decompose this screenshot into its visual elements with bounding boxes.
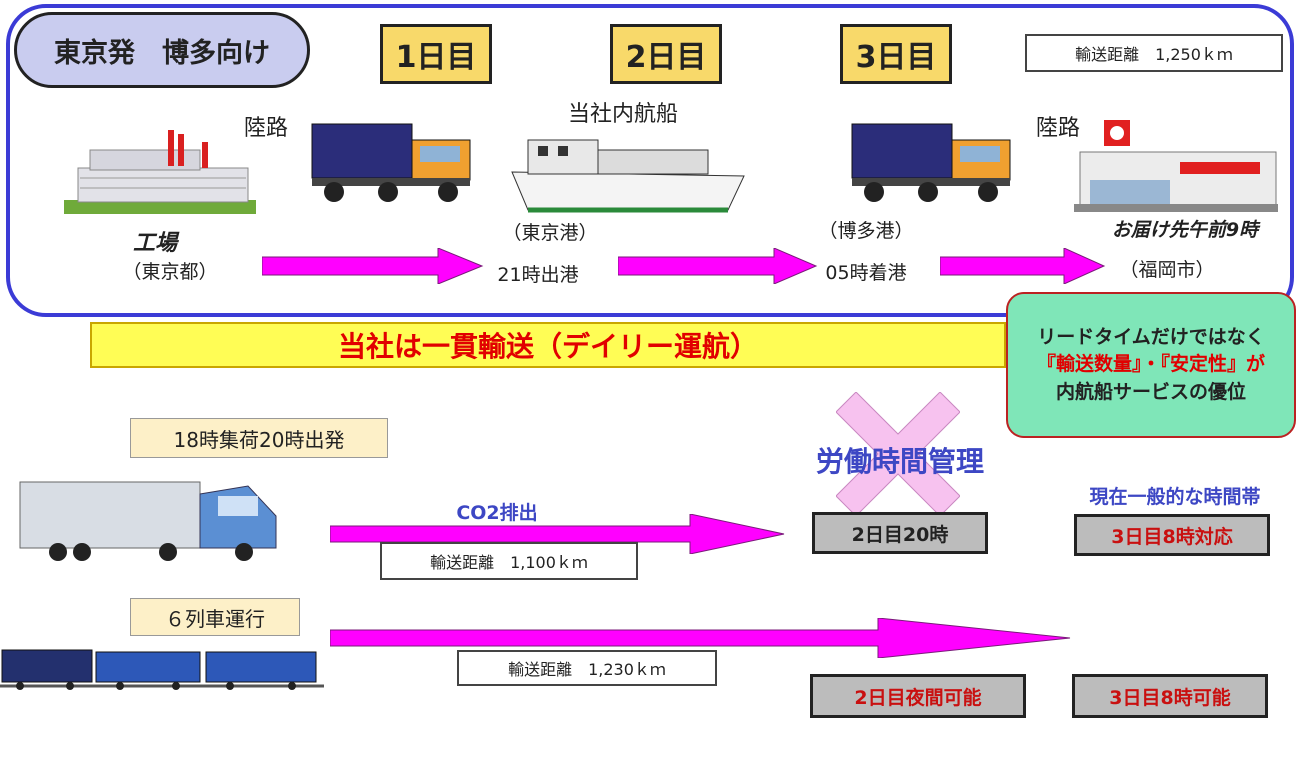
note-line-1: リードタイムだけではなく (1037, 325, 1265, 348)
ship-label: 当社内航船 (567, 102, 678, 127)
arrow-port-to-store (940, 248, 1106, 284)
general-time-heading: 現在一般的な時間帯 (1089, 486, 1261, 508)
daily-service-banner: 当社は一貫輸送（デイリー運航） (90, 322, 1006, 368)
note-line-3: 内航船サービスの優位 (1055, 380, 1246, 403)
hakata-port-label: （博多港） (818, 220, 914, 242)
truck-distance: 輸送距離 1,100ｋｍ (380, 542, 638, 580)
cross-mark-icon (836, 392, 960, 516)
delivery-location: （福岡市） (1119, 259, 1215, 281)
note-line-2: 『輸送数量』・『安定性』が (1036, 353, 1265, 376)
ship-distance: 輸送距離 1,250ｋｍ (1025, 34, 1283, 72)
day-3-label: 3日目 (840, 24, 952, 84)
truck-route-tag: 18時集荷20時出発 (130, 418, 388, 458)
truck-icon-2 (851, 123, 1011, 202)
rail-route-tag: ６列車運行 (130, 598, 300, 636)
store-icon (1074, 120, 1278, 212)
land-route-label-2: 陸路 (1035, 116, 1080, 141)
factory-icon (64, 130, 256, 214)
train-icon (0, 649, 324, 690)
rail-result-night: 2日目夜間可能 (810, 674, 1026, 718)
truck-arrival-box: 2日目20時 (812, 512, 988, 554)
general-time-box: 3日目8時対応 (1074, 514, 1270, 556)
day-1-label: 1日目 (380, 24, 492, 84)
arrow-land-to-port (262, 248, 484, 284)
co2-label: CO2排出 (456, 502, 538, 524)
arrival-time: 05時着港 (825, 262, 907, 284)
rail-result-morning: 3日目8時可能 (1072, 674, 1268, 718)
rail-distance: 輸送距離 1,230ｋｍ (457, 650, 717, 686)
tokyo-port-label: （東京港） (502, 222, 598, 244)
land-route-label-1: 陸路 (243, 116, 288, 141)
advantage-note: リードタイムだけではなく 『輸送数量』・『安定性』が 内航船サービスの優位 (1006, 292, 1296, 438)
delivery-time: お届け先午前9時 (1111, 219, 1259, 241)
truck-icon (311, 123, 471, 202)
long-truck-icon (19, 481, 277, 561)
day-2-label: 2日目 (610, 24, 722, 84)
route-title: 東京発 博多向け (14, 12, 310, 88)
arrow-rail-route (330, 618, 1071, 658)
factory-location: （東京都） (122, 261, 218, 283)
arrow-sea (618, 248, 818, 284)
departure-time: 21時出港 (497, 264, 579, 286)
factory-label: 工場 (132, 231, 177, 256)
labor-management-label: 労働時間管理 (815, 445, 984, 478)
ship-icon (511, 139, 745, 213)
